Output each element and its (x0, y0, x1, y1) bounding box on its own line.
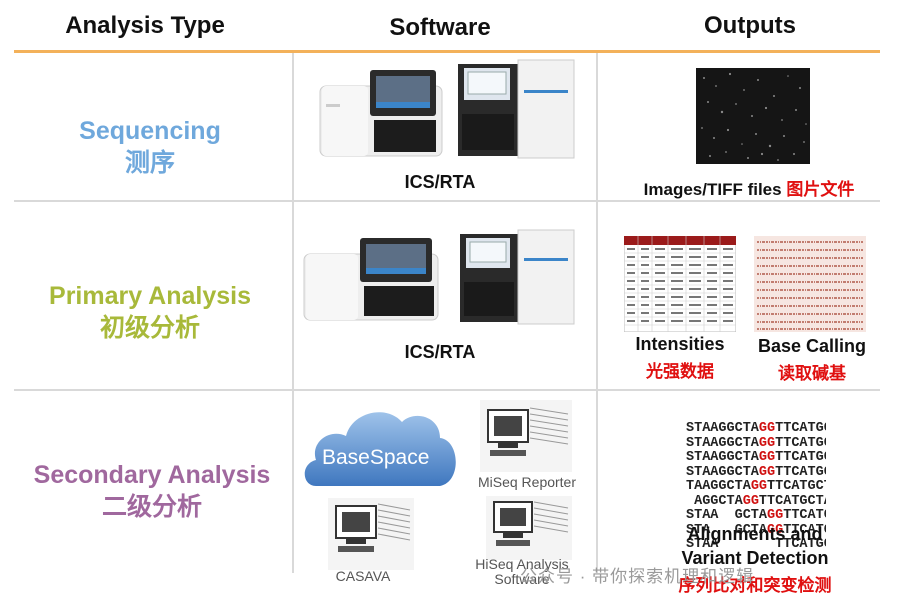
software-label-ics-rta-2: ICS/RTA (404, 342, 476, 362)
output-label-base-calling: Base Calling (757, 336, 867, 356)
row-label-secondary-analysis: Secondary Analysis 二级分析 (10, 459, 294, 523)
alignment-line: STAA TTCATGCTA (686, 537, 826, 552)
alignment-line: STAAGGCTAGGTTCATGCTA (686, 450, 826, 465)
alignment-line: STAA GCTAGGTTCATGCTA (686, 508, 826, 523)
output-label-base-calling-cn: 读取碱基 (778, 364, 846, 383)
intensities-table-image (624, 236, 736, 332)
miseq-reporter-label: MiSeq Reporter (477, 474, 577, 490)
output-label-tiff-cn: 图片文件 (786, 180, 855, 199)
hiseq-analysis-monitor-icon (486, 496, 572, 560)
output-label-tiff-en: Images/TIFF files (643, 180, 782, 199)
alignment-line: STAAGGCTAGGTTCATGCTA (686, 422, 826, 436)
row-label-sequencing-en: Sequencing (79, 117, 221, 145)
row-label-primary-cn: 初级分析 (99, 314, 200, 342)
alignment-line: AGGCTAGGTTCATGCTA (686, 493, 826, 509)
header-analysis-type: Analysis Type (65, 12, 225, 39)
output-label-tiff: Images/TIFF files 图片文件 (604, 175, 894, 200)
basespace-label: BaseSpace (322, 446, 430, 469)
hiseq-analysis-label: HiSeq Analysis Software (460, 557, 584, 587)
alignment-line: TAAGGCTAGGTTCATGCTA (686, 479, 826, 494)
row-divider-1 (14, 200, 880, 202)
column-divider-2 (596, 53, 598, 573)
row-label-sequencing: Sequencing 测序 (20, 115, 280, 179)
output-label-alignments-line2: Variant Detection (681, 548, 829, 568)
casava-monitor-icon (328, 498, 414, 570)
watermark-text: 公众号 · 带你探索机理和逻辑 (520, 567, 755, 586)
row-label-sequencing-cn: 测序 (124, 149, 175, 177)
hiseq-analysis-label-line2: Software (494, 571, 550, 587)
header-divider (14, 50, 880, 53)
hiseq-analysis-label-line1: HiSeq Analysis (475, 556, 569, 572)
alignment-line: STA GCTAGGTTCATGCTA (686, 522, 826, 538)
row-divider-2 (14, 389, 880, 391)
row-label-primary-en: Primary Analysis (49, 282, 251, 310)
alignment-line: STAAGGCTAGGTTCATGCTA (686, 464, 826, 480)
header-software: Software (389, 14, 491, 41)
row-label-secondary-cn: 二级分析 (101, 493, 202, 521)
row-label-primary-analysis: Primary Analysis 初级分析 (20, 280, 280, 344)
output-label-intensities-cn: 光强数据 (646, 362, 714, 381)
tiff-image-thumbnail (696, 68, 810, 164)
output-label-alignments-line1: Alignments and (687, 524, 823, 544)
output-label-alignments-cn: 序列比对和突变检测 (678, 576, 832, 595)
output-label-intensities: Intensities (635, 334, 725, 354)
miseq-instrument-image (319, 70, 443, 157)
base-calling-sequence-image (754, 236, 866, 332)
header-outputs: Outputs (704, 12, 796, 39)
alignment-line: STAAGGCTAGGTTCATGCTA (686, 435, 826, 451)
row-label-secondary-en: Secondary Analysis (33, 461, 271, 489)
hiseq-instrument-image (458, 59, 575, 159)
alignment-sequence-block: STAAGGCTAGGTTCATGCTASTAAGGCTAGGTTCATGCTA… (686, 422, 826, 553)
basespace-cloud-icon (304, 412, 456, 486)
miseq-reporter-monitor-icon (480, 400, 572, 472)
column-divider-1 (292, 53, 294, 573)
casava-label: CASAVA (335, 568, 391, 584)
hiseq-instrument-image-2 (460, 229, 575, 325)
miseq-instrument-image-2 (303, 238, 439, 321)
software-label-ics-rta-1: ICS/RTA (404, 172, 476, 192)
